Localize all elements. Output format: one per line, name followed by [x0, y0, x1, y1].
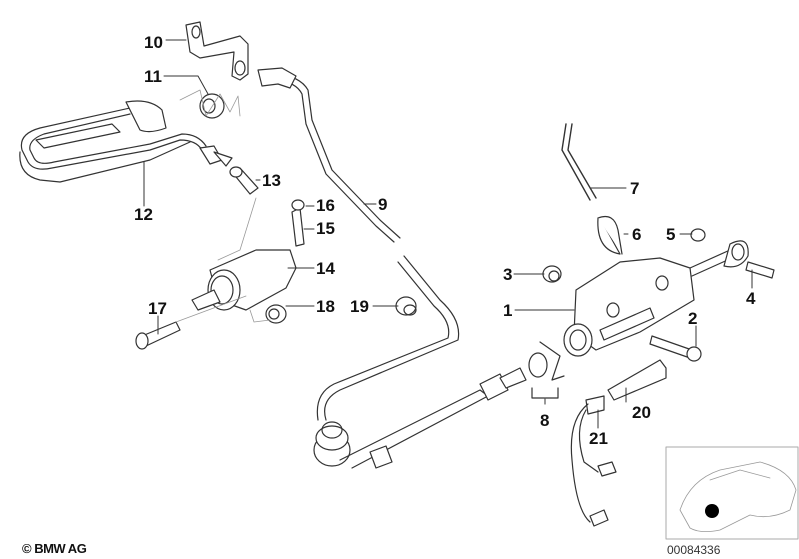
part-label-8[interactable]: 8 [540, 411, 550, 430]
part-21-harness [570, 395, 617, 527]
part-label-12[interactable]: 12 [134, 205, 153, 224]
part-5-ring [690, 228, 706, 242]
part-label-18[interactable]: 18 [316, 297, 335, 316]
part-2-bolt [649, 335, 702, 362]
part-1-master-cylinder [563, 240, 749, 357]
part-label-9[interactable]: 9 [378, 195, 388, 214]
part-label-20[interactable]: 20 [632, 403, 651, 422]
part-label-2[interactable]: 2 [688, 309, 698, 328]
part-3-nut [542, 265, 562, 283]
part-9-hose [313, 367, 527, 469]
part-4-pin [745, 261, 775, 279]
part-label-4[interactable]: 4 [746, 289, 756, 308]
part-label-3[interactable]: 3 [503, 265, 513, 284]
part-label-16[interactable]: 16 [316, 196, 335, 215]
part-label-1[interactable]: 1 [503, 301, 513, 320]
part-14-slave-cylinder [191, 249, 297, 311]
part-17-bolt [135, 321, 181, 350]
part-15-bleeder [291, 207, 305, 247]
part-7-hose [561, 123, 597, 201]
part-19-grommet [395, 296, 417, 316]
copyright-text: © BMW AG [22, 541, 87, 556]
part-16-cap [291, 199, 305, 211]
part-label-11[interactable]: 11 [144, 67, 162, 86]
part-6-cap [597, 215, 623, 255]
locator-dot [705, 504, 719, 518]
locator-inset [665, 446, 799, 540]
part-label-15[interactable]: 15 [316, 219, 335, 238]
part-label-17[interactable]: 17 [148, 299, 167, 318]
reference-number: 00084336 [667, 543, 721, 557]
part-label-19[interactable]: 19 [350, 297, 369, 316]
part-label-13[interactable]: 13 [262, 171, 281, 190]
part-label-14[interactable]: 14 [316, 259, 335, 278]
part-label-6[interactable]: 6 [632, 225, 642, 244]
leader-lines [143, 39, 753, 429]
part-12-pipe-loop [19, 100, 233, 183]
part-18-nut [265, 304, 287, 324]
part-13-screw [229, 166, 259, 195]
part-label-7[interactable]: 7 [630, 179, 640, 198]
part-label-5[interactable]: 5 [666, 225, 676, 244]
part-label-10[interactable]: 10 [144, 33, 163, 52]
part-8-ring-clip [528, 341, 565, 405]
part-label-21[interactable]: 21 [589, 429, 608, 448]
part-9-pipe [257, 67, 460, 421]
part-20-sensor [607, 359, 667, 401]
part-10-bracket [185, 21, 249, 81]
